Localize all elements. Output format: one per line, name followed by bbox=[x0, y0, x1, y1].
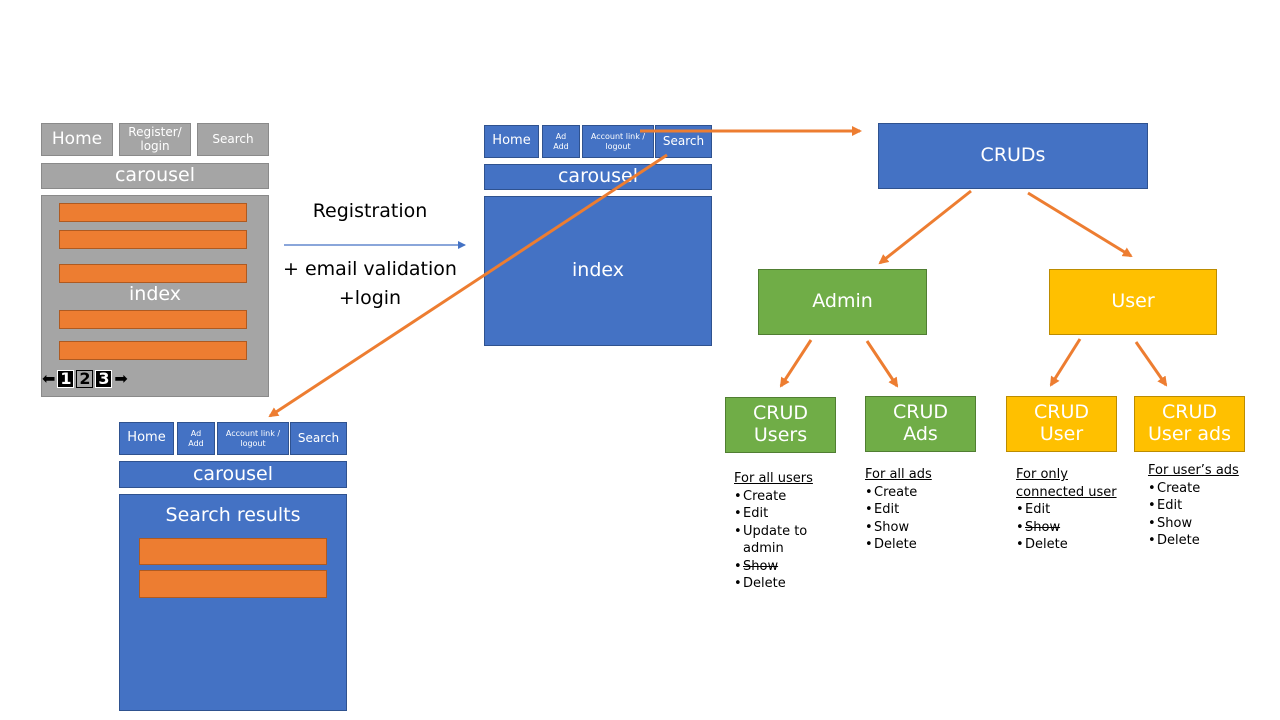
crud-user-list: For only connected user Edit Show Delete bbox=[1016, 466, 1120, 554]
list-item: Delete bbox=[1016, 536, 1120, 554]
list-item: Delete bbox=[1148, 532, 1258, 550]
search-carousel: carousel bbox=[119, 461, 347, 488]
user-node: User bbox=[1049, 269, 1217, 335]
cruds-to-user-arrow bbox=[1027, 191, 1133, 258]
search-result-row bbox=[139, 538, 327, 565]
search-results-title: Search results bbox=[165, 504, 301, 526]
search-account-button[interactable]: Account link / logout bbox=[217, 422, 289, 455]
list-heading: For only connected user bbox=[1016, 467, 1117, 500]
cruds-root-node: CRUDs bbox=[878, 123, 1148, 189]
guest-home-button[interactable]: Home bbox=[41, 123, 113, 156]
admin-node: Admin bbox=[758, 269, 927, 335]
guest-index-row bbox=[59, 230, 247, 249]
list-item: Create bbox=[865, 484, 975, 502]
guest-index-row bbox=[59, 264, 247, 283]
guest-pager: ⬅ 1 2 3 ➡ bbox=[42, 369, 128, 388]
guest-index-row bbox=[59, 203, 247, 222]
user-carousel: carousel bbox=[484, 164, 712, 190]
admin-to-crud-ads-arrow bbox=[865, 340, 899, 388]
list-item: Edit bbox=[734, 505, 834, 523]
search-to-results-arrow bbox=[268, 153, 668, 418]
search-home-button[interactable]: Home bbox=[119, 422, 174, 455]
page-1-button[interactable]: 1 bbox=[57, 369, 75, 388]
search-search-button[interactable]: Search bbox=[290, 422, 347, 455]
guest-register-login-button[interactable]: Register/ login bbox=[119, 123, 191, 156]
list-item: Update to admin bbox=[734, 523, 834, 558]
user-to-crud-user-arrow bbox=[1049, 338, 1082, 387]
search-result-row bbox=[139, 570, 327, 598]
search-results-panel bbox=[119, 494, 347, 711]
list-item: Edit bbox=[1016, 501, 1120, 519]
user-index-panel: index bbox=[484, 196, 712, 346]
list-item: Show bbox=[865, 519, 975, 537]
list-heading: For user’s ads bbox=[1148, 463, 1239, 478]
page-3-button[interactable]: 3 bbox=[95, 369, 113, 388]
list-item: Edit bbox=[865, 501, 975, 519]
cruds-to-admin-arrow bbox=[878, 189, 972, 265]
user-home-button[interactable]: Home bbox=[484, 125, 539, 158]
user-ad-add-button[interactable]: Ad Add bbox=[542, 125, 580, 158]
crud-user-node: CRUD User bbox=[1006, 396, 1117, 452]
search-ad-add-button[interactable]: Ad Add bbox=[177, 422, 215, 455]
list-item: Show bbox=[1016, 519, 1120, 537]
crud-ads-node: CRUD Ads bbox=[865, 396, 976, 452]
guest-index-panel bbox=[41, 195, 269, 397]
guest-carousel: carousel bbox=[41, 163, 269, 189]
list-item: Delete bbox=[734, 575, 834, 593]
list-item: Delete bbox=[865, 536, 975, 554]
crud-user-ads-node: CRUD User ads bbox=[1134, 396, 1245, 452]
crud-users-list: For all users Create Edit Update to admi… bbox=[734, 470, 834, 593]
list-heading: For all users bbox=[734, 471, 813, 486]
admin-to-crud-users-arrow bbox=[779, 339, 813, 388]
list-item: Edit bbox=[1148, 497, 1258, 515]
list-item: Create bbox=[734, 488, 834, 506]
page-2-button[interactable]: 2 bbox=[76, 369, 94, 388]
email-validation-label: + email validation bbox=[283, 258, 457, 280]
list-heading: For all ads bbox=[865, 467, 932, 482]
crud-user-ads-list: For user’s ads Create Edit Show Delete bbox=[1148, 462, 1258, 550]
guest-index-label: index bbox=[129, 283, 181, 305]
registration-label: Registration bbox=[312, 200, 428, 222]
guest-index-row bbox=[59, 341, 247, 360]
login-label: +login bbox=[338, 287, 402, 309]
crud-users-node: CRUD Users bbox=[725, 397, 836, 453]
list-item: Create bbox=[1148, 480, 1258, 498]
user-to-crud-user-ads-arrow bbox=[1134, 341, 1168, 387]
guest-search-button[interactable]: Search bbox=[197, 123, 269, 156]
list-item: Show bbox=[734, 558, 834, 576]
list-item: Show bbox=[1148, 515, 1258, 533]
next-arrow-icon[interactable]: ➡ bbox=[114, 369, 128, 388]
prev-arrow-icon[interactable]: ⬅ bbox=[42, 369, 56, 388]
guest-index-row bbox=[59, 310, 247, 329]
crud-ads-list: For all ads Create Edit Show Delete bbox=[865, 466, 975, 554]
